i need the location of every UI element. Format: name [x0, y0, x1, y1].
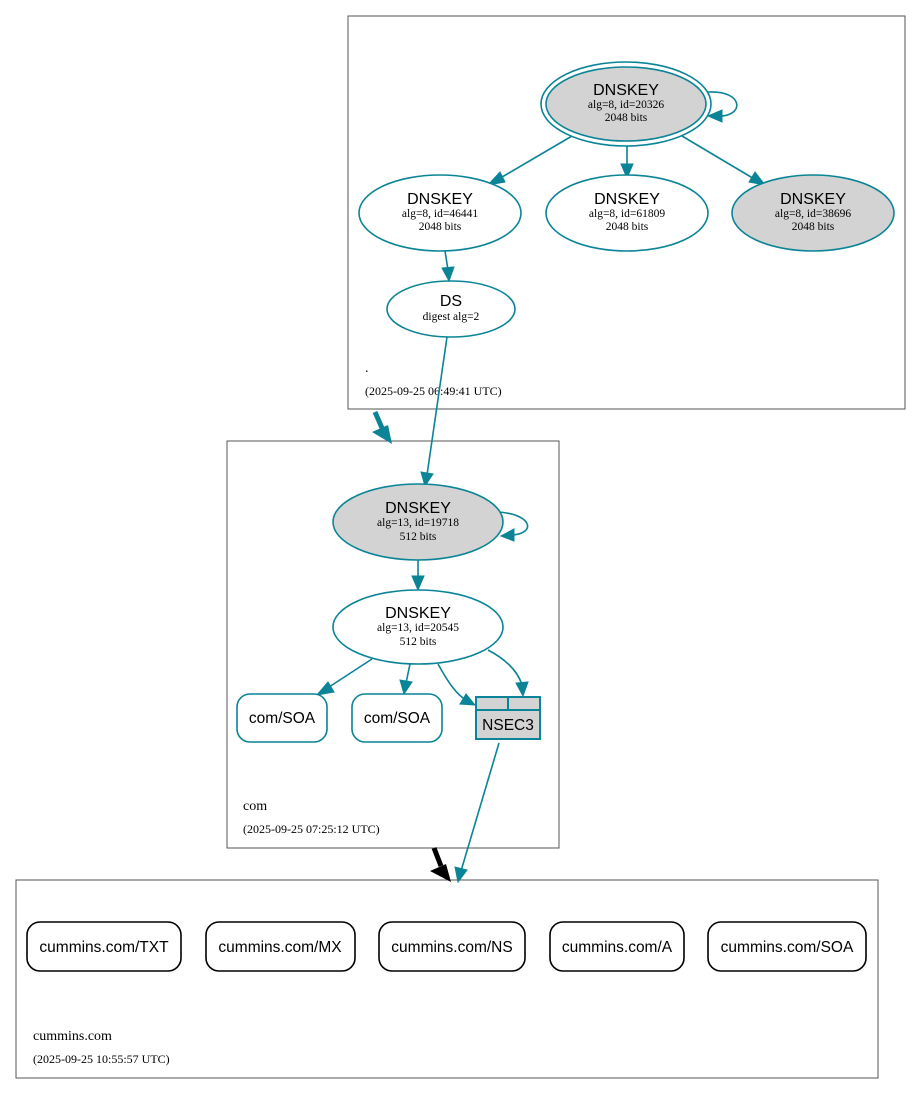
edge-head [454, 866, 468, 884]
node-title: DNSKEY [593, 82, 659, 99]
node-com-nsec3: NSEC3 [475, 696, 541, 740]
rrset-label: cummins.com/NS [391, 939, 512, 956]
node-title: DNSKEY [407, 191, 473, 208]
edge-head [706, 109, 723, 123]
node-detail: 2048 bits [792, 221, 835, 233]
edge-com-zsk-to-nsec3-b [487, 649, 523, 686]
node-com-ksk: DNSKEY alg=13, id=19718 512 bits [332, 483, 504, 561]
edge-head [399, 679, 413, 696]
rrset-label: cummins.com/A [562, 939, 673, 956]
zone-cummins-box [15, 879, 879, 1079]
edge-head [748, 171, 767, 186]
zone-root-timestamp: (2025-09-25 06:49:41 UTC) [365, 384, 502, 398]
zone-cummins-timestamp: (2025-09-25 10:55:57 UTC) [33, 1052, 170, 1066]
zone-cummins-name: cummins.com [33, 1029, 112, 1044]
node-detail: 2048 bits [605, 112, 648, 124]
nsec3-label: NSEC3 [482, 717, 534, 734]
node-root-ksk: DNSKEY alg=8, id=20326 2048 bits [540, 61, 712, 147]
rrset-com-soa-2: com/SOA [351, 693, 443, 743]
rrset-label: cummins.com/SOA [721, 939, 854, 956]
edge-com-zsk-to-soa1 [325, 658, 373, 690]
node-detail: 512 bits [400, 531, 437, 543]
edge-com-zsk-to-soa2 [405, 663, 411, 684]
node-detail: alg=8, id=46441 [402, 208, 478, 220]
edge-head [430, 864, 451, 882]
node-root-dnskey-46441: DNSKEY alg=8, id=46441 2048 bits [358, 174, 522, 252]
node-detail: alg=8, id=61809 [589, 208, 665, 220]
rrset-cummins-ns: cummins.com/NS [378, 921, 526, 972]
edge-head [459, 693, 477, 706]
edge-root-ksk-to-k3 [681, 135, 757, 181]
edge-head [499, 528, 515, 542]
rrset-label: com/SOA [364, 710, 431, 727]
node-detail: alg=8, id=20326 [588, 99, 664, 111]
node-title: DNSKEY [385, 500, 451, 517]
edge-head [620, 163, 634, 180]
zone-root-name: . [365, 361, 369, 376]
rrset-cummins-mx: cummins.com/MX [205, 921, 356, 972]
node-detail: alg=13, id=19718 [377, 517, 459, 529]
edge-delegation-com-cummins [431, 847, 444, 867]
zone-com-timestamp: (2025-09-25 07:25:12 UTC) [243, 822, 380, 836]
node-detail: alg=8, id=38696 [775, 208, 851, 220]
edge-head [515, 681, 529, 698]
edge-root-ksk-self [707, 91, 738, 117]
zone-com-name: com [243, 799, 267, 814]
edge-ds-to-com-ksk [426, 336, 448, 476]
rrset-cummins-txt: cummins.com/TXT [26, 921, 182, 972]
edge-head [486, 171, 506, 186]
node-detail: 2048 bits [606, 221, 649, 233]
edge-root-ksk-to-k1 [496, 135, 573, 181]
edge-nsec3-to-cummins [460, 742, 500, 872]
edge-head [441, 266, 455, 283]
node-com-ds: DS digest alg=2 [386, 280, 516, 338]
edge-head [315, 681, 335, 696]
rrset-cummins-a: cummins.com/A [549, 921, 685, 972]
node-title: DNSKEY [385, 605, 451, 622]
node-title: DS [440, 293, 462, 310]
node-title: DNSKEY [594, 191, 660, 208]
node-title: DNSKEY [780, 191, 846, 208]
edge-head [420, 471, 434, 488]
edge-head [411, 575, 425, 592]
node-detail: digest alg=2 [423, 311, 480, 323]
node-root-dnskey-61809: DNSKEY alg=8, id=61809 2048 bits [545, 174, 709, 252]
node-detail: 512 bits [400, 636, 437, 648]
node-com-zsk: DNSKEY alg=13, id=20545 512 bits [332, 589, 504, 665]
edge-head [372, 425, 392, 444]
rrset-label: cummins.com/MX [218, 939, 342, 956]
rrset-label: cummins.com/TXT [39, 939, 169, 956]
rrset-com-soa-1: com/SOA [236, 693, 328, 743]
rrset-label: com/SOA [249, 710, 316, 727]
node-root-dnskey-38696: DNSKEY alg=8, id=38696 2048 bits [731, 174, 895, 252]
node-detail: alg=13, id=20545 [377, 622, 459, 634]
edge-delegation-root-com [372, 410, 385, 430]
node-detail: 2048 bits [419, 221, 462, 233]
edge-com-ksk-self [498, 511, 529, 536]
edge-root-k1-to-ds [444, 250, 449, 271]
rrset-cummins-soa: cummins.com/SOA [707, 921, 867, 972]
